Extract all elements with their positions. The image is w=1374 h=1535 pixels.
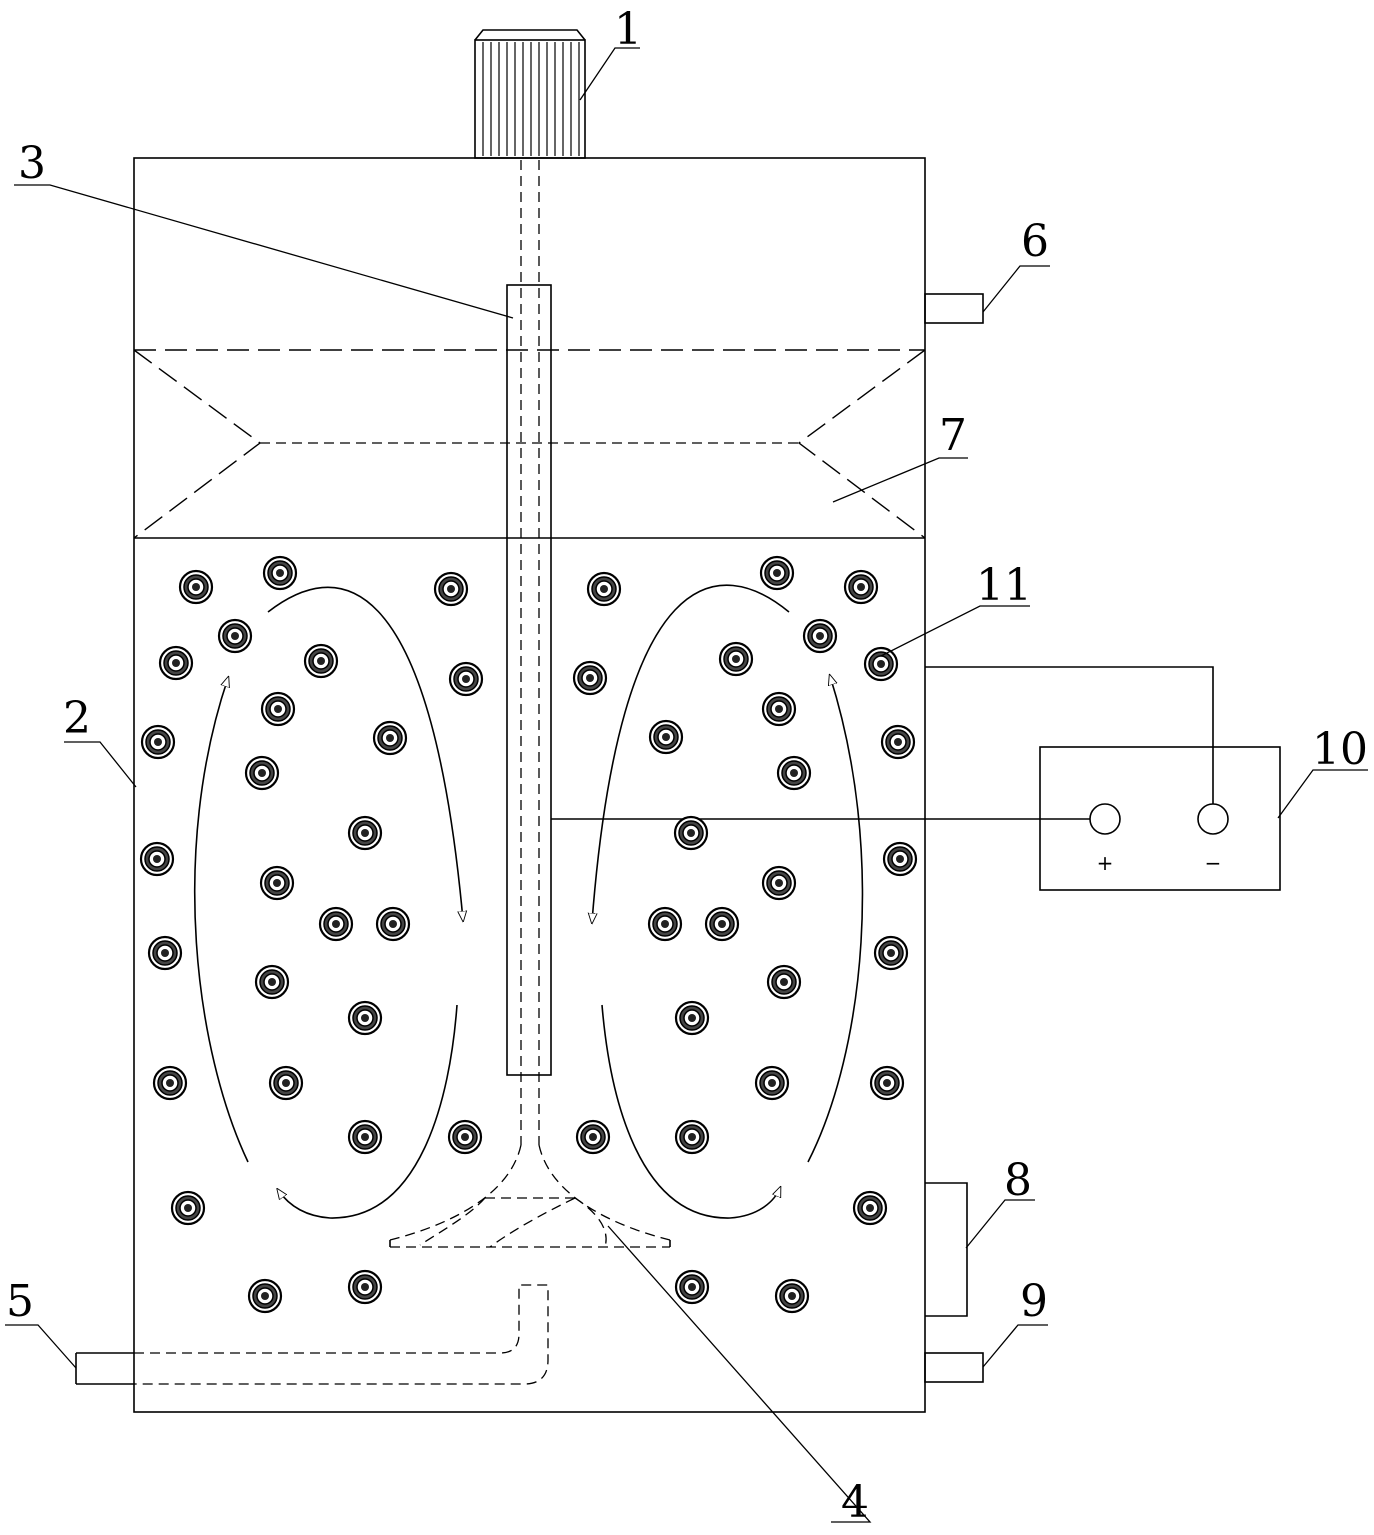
minus-terminal-label: −	[1205, 851, 1222, 875]
particle	[572, 660, 608, 696]
circulation-arrows	[193, 584, 864, 1219]
particle	[448, 661, 484, 697]
particle	[843, 569, 879, 605]
label-shaft: 3	[18, 138, 46, 189]
particle	[217, 618, 253, 654]
particle	[754, 1065, 790, 1101]
particle	[673, 815, 709, 851]
particle	[372, 720, 408, 756]
particle	[759, 555, 795, 591]
particle	[318, 906, 354, 942]
particle	[852, 1190, 888, 1226]
particle	[254, 964, 290, 1000]
particle	[863, 646, 899, 682]
particle	[718, 641, 754, 677]
particle	[761, 691, 797, 727]
impeller	[389, 1144, 671, 1248]
particle	[260, 691, 296, 727]
particle	[140, 724, 176, 760]
particle	[873, 935, 909, 971]
particle	[347, 1000, 383, 1036]
label-tank: 2	[63, 693, 91, 744]
particle	[170, 1190, 206, 1226]
particle	[262, 555, 298, 591]
particle	[586, 571, 622, 607]
label-outlet-bottom: 9	[1020, 1276, 1048, 1327]
side-box	[925, 1182, 968, 1317]
particle	[766, 964, 802, 1000]
particle	[447, 1119, 483, 1155]
particle	[647, 906, 683, 942]
particle	[674, 1000, 710, 1036]
stirring-shaft	[506, 160, 552, 1145]
particle	[433, 571, 469, 607]
particle	[375, 906, 411, 942]
particle	[674, 1119, 710, 1155]
particle	[869, 1065, 905, 1101]
particle	[776, 755, 812, 791]
bottom-outlet-pipe	[924, 1352, 984, 1383]
particle	[178, 569, 214, 605]
particle	[347, 1119, 383, 1155]
top-outlet-pipe	[924, 293, 984, 324]
particle	[880, 724, 916, 760]
particle	[648, 719, 684, 755]
label-particles: 11	[976, 560, 1032, 611]
label-inlet: 5	[6, 1276, 34, 1327]
leader-lines	[5, 47, 1368, 1523]
label-separator: 7	[939, 410, 967, 461]
particle	[244, 755, 280, 791]
particle	[347, 815, 383, 851]
particle	[882, 841, 918, 877]
plus-terminal-label: +	[1097, 851, 1114, 875]
particle	[802, 618, 838, 654]
particle	[247, 1278, 283, 1314]
label-impeller: 4	[841, 1477, 869, 1528]
label-side-box: 8	[1004, 1155, 1032, 1206]
particle	[259, 865, 295, 901]
particle	[575, 1119, 611, 1155]
particle	[303, 643, 339, 679]
number-labels: 1 3 6 7 11 2 10 8 5 9 4	[6, 4, 1368, 1528]
three-phase-separator	[133, 349, 926, 539]
particle	[761, 865, 797, 901]
label-motor: 1	[614, 4, 642, 55]
label-outlet-top: 6	[1021, 216, 1049, 267]
particle	[158, 645, 194, 681]
particle	[139, 841, 175, 877]
motor	[474, 29, 586, 159]
power-supply: + −	[551, 666, 1281, 891]
particle	[704, 906, 740, 942]
inlet-pipe	[75, 1284, 549, 1385]
label-power-supply: 10	[1312, 724, 1368, 775]
particle	[774, 1278, 810, 1314]
particle	[152, 1065, 188, 1101]
particle-group	[139, 555, 918, 1314]
particle	[674, 1269, 710, 1305]
particle	[147, 935, 183, 971]
particle	[347, 1269, 383, 1305]
particle	[268, 1065, 304, 1101]
